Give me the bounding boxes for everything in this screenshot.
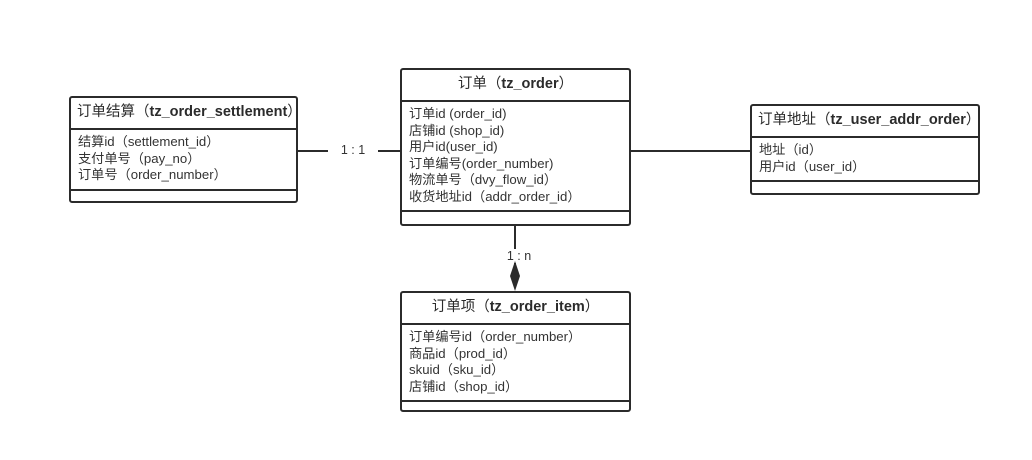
paren-close: ） <box>287 104 302 120</box>
crows-foot-diamond-icon <box>510 261 520 291</box>
paren-open: （ <box>486 76 502 92</box>
entity-header-order: 订单（tz_order） <box>402 70 629 103</box>
paren-open: （ <box>135 104 150 120</box>
entity-header-order-item: 订单项（tz_order_item） <box>402 293 629 326</box>
attribute-row: 用户id(user_id) <box>409 139 498 155</box>
attribute-row: 地址（id） <box>759 142 823 158</box>
attribute-row: 订单编号id（order_number） <box>409 329 582 345</box>
attribute-row: 结算id（settlement_id） <box>78 134 220 150</box>
entity-footer-user-addr-order <box>752 182 978 202</box>
entity-cn-name: 订单结算 <box>77 104 135 120</box>
attribute-row: 店铺id（shop_id） <box>409 378 519 394</box>
relationship-label-settlement-order: 1 : 1 <box>328 143 378 157</box>
paren-close: ） <box>965 112 981 128</box>
attribute-row: 店铺id (shop_id) <box>409 122 505 138</box>
attribute-row: 支付单号（pay_no） <box>78 150 201 166</box>
attribute-row: 订单id (order_id) <box>409 106 507 122</box>
paren-open: （ <box>475 299 490 315</box>
entity-table-name: tz_order_item <box>489 299 585 315</box>
attribute-row: 订单号（order_number） <box>78 167 227 183</box>
entity-order-item[interactable]: 订单项（tz_order_item） 订单编号id（order_number） … <box>400 291 631 412</box>
paren-open: （ <box>816 112 831 128</box>
entity-order-settlement[interactable]: 订单结算（tz_order_settlement） 结算id（settlemen… <box>69 96 302 203</box>
entity-attributes-order-settlement: 结算id（settlement_id） 支付单号（pay_no） 订单号（ord… <box>71 130 296 191</box>
entity-header-user-addr-order: 订单地址（tz_user_addr_order） <box>752 106 981 139</box>
attribute-row: 订单编号(order_number) <box>409 155 554 171</box>
connector-order-item <box>514 226 516 266</box>
entity-cn-name: 订单地址 <box>758 112 816 128</box>
connector-order-address <box>631 150 750 152</box>
paren-close: ） <box>584 299 600 315</box>
entity-table-name: tz_user_addr_order <box>830 112 966 128</box>
attribute-row: 收货地址id（addr_order_id） <box>409 188 581 204</box>
entity-footer-order-item <box>402 402 629 422</box>
entity-user-addr-order[interactable]: 订单地址（tz_user_addr_order） 地址（id） 用户id（use… <box>750 104 980 195</box>
attribute-row: skuid（sku_id） <box>409 362 505 378</box>
attribute-row: 物流单号（dvy_flow_id） <box>409 172 558 188</box>
entity-attributes-order-item: 订单编号id（order_number） 商品id（prod_id） skuid… <box>402 325 629 403</box>
entity-footer-order-settlement <box>71 191 296 211</box>
paren-close: ） <box>558 76 574 92</box>
attribute-row: 用户id（user_id） <box>759 158 866 174</box>
attribute-row: 商品id（prod_id） <box>409 345 517 361</box>
entity-order[interactable]: 订单（tz_order） 订单id (order_id) 店铺id (shop_… <box>400 68 631 226</box>
entity-attributes-user-addr-order: 地址（id） 用户id（user_id） <box>752 138 978 183</box>
entity-cn-name: 订单项 <box>431 299 476 315</box>
entity-table-name: tz_order <box>501 76 559 92</box>
entity-cn-name: 订单 <box>457 76 487 92</box>
entity-table-name: tz_order_settlement <box>149 104 288 120</box>
entity-attributes-order: 订单id (order_id) 店铺id (shop_id) 用户id(user… <box>402 102 629 213</box>
entity-header-order-settlement: 订单结算（tz_order_settlement） <box>71 98 302 131</box>
relationship-label-order-item: 1 : n <box>494 249 544 263</box>
entity-footer-order <box>402 212 629 232</box>
